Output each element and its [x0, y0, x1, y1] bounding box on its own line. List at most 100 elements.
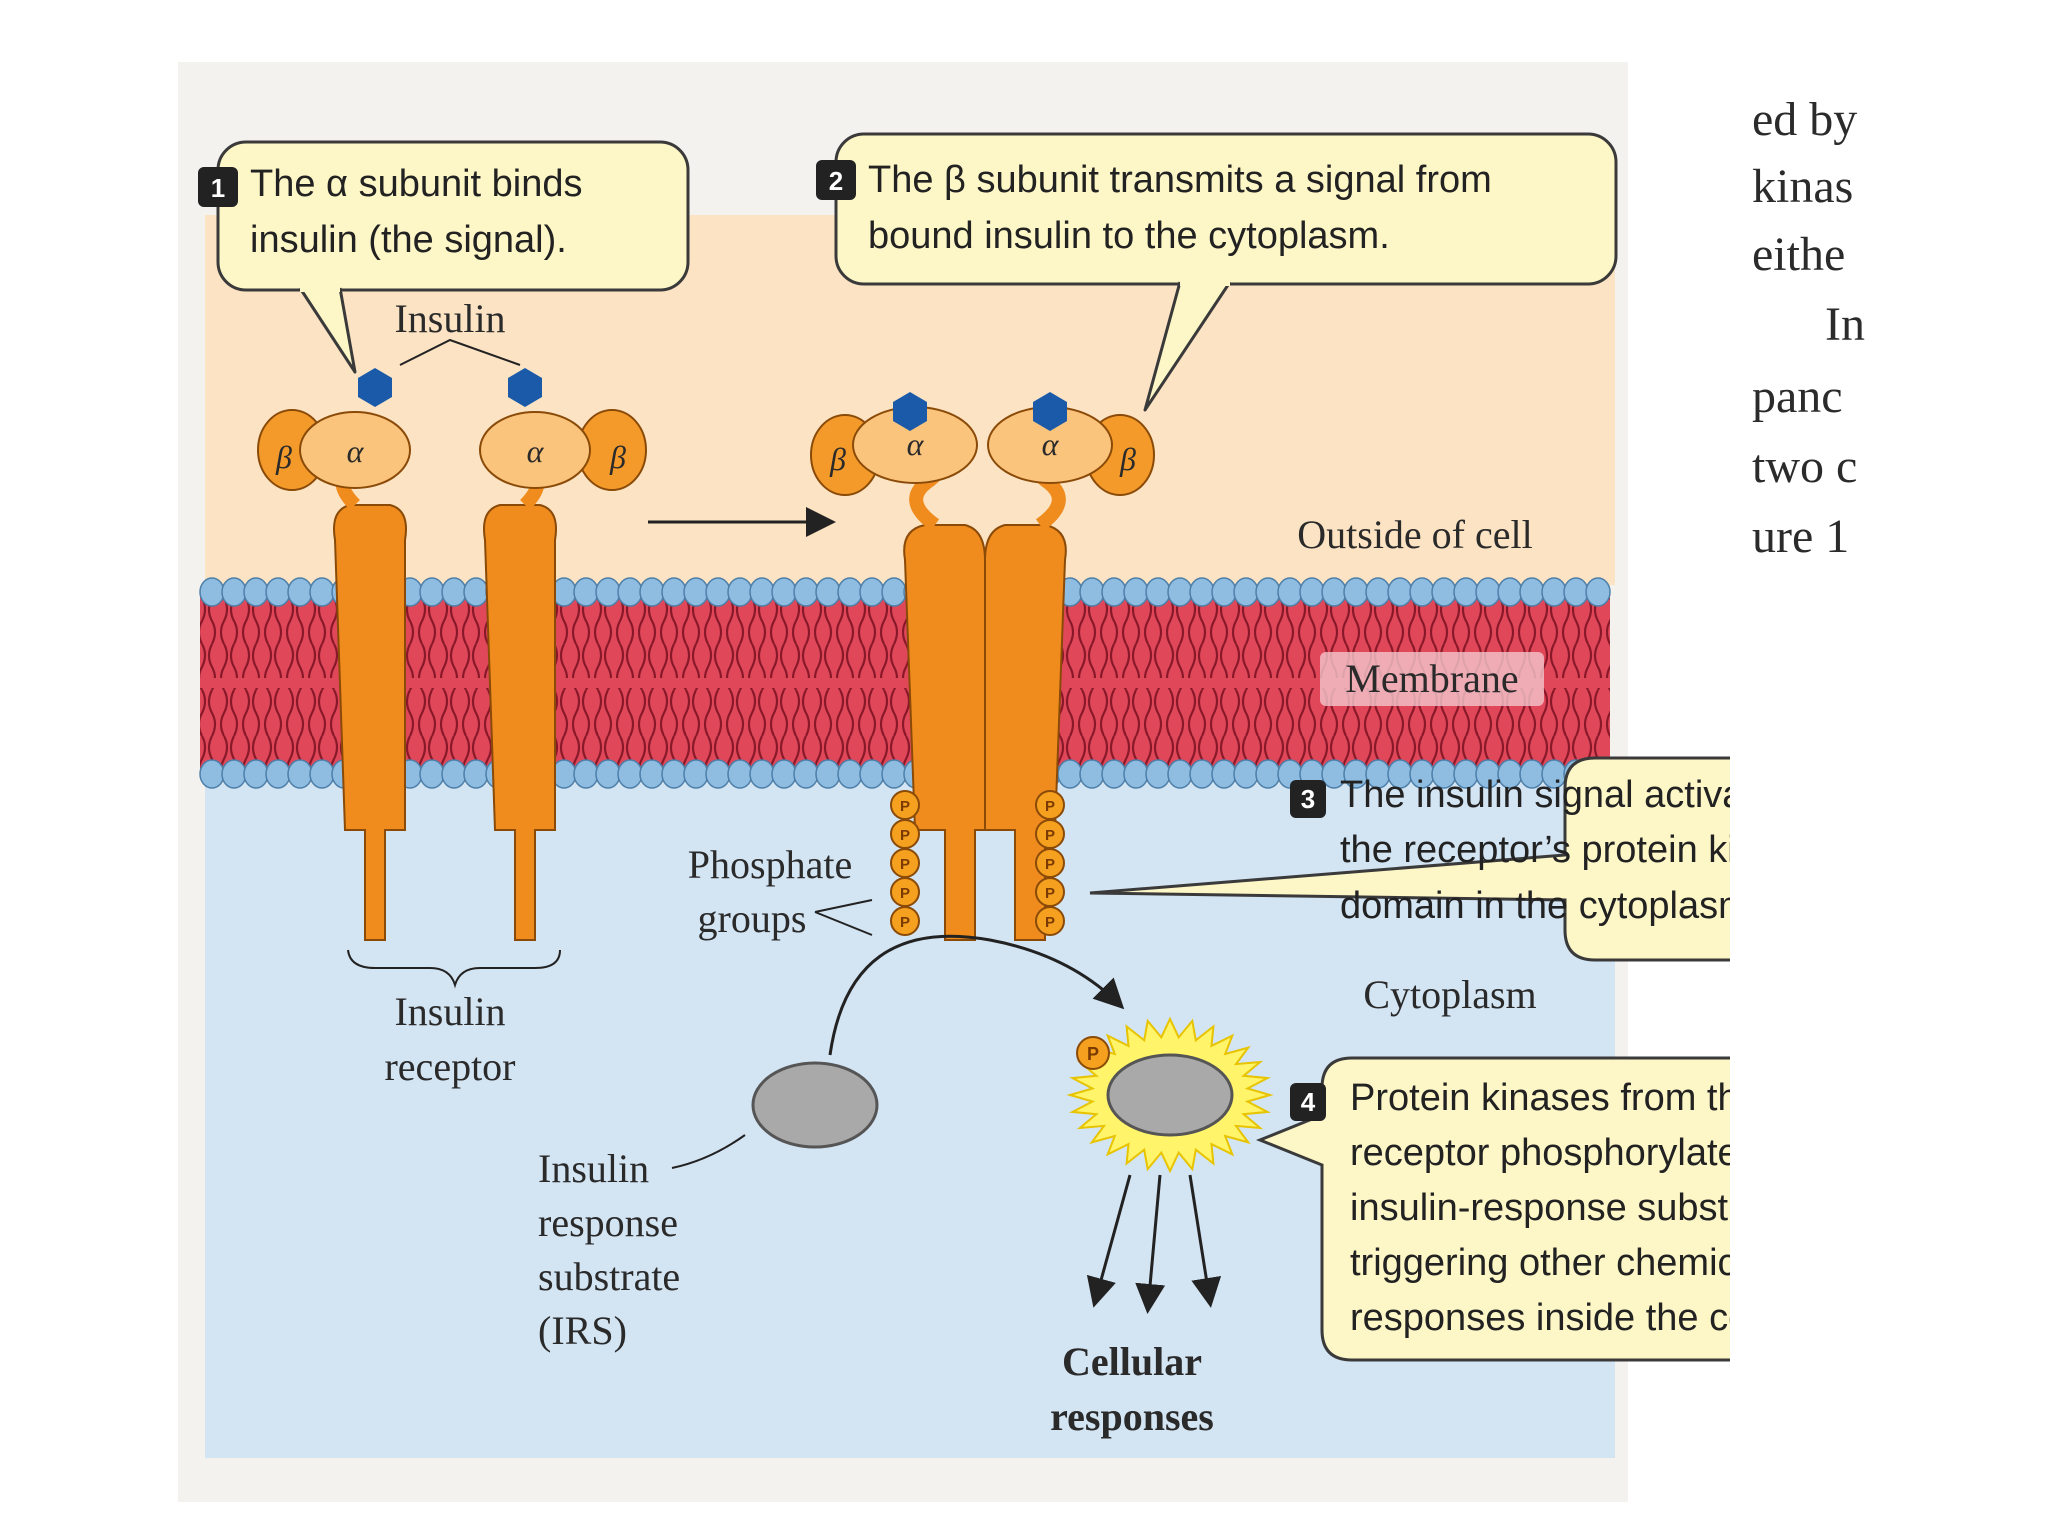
beta-label-3: β: [829, 441, 846, 477]
lipid-head: [1189, 759, 1215, 789]
step-4-number: 4: [1301, 1087, 1316, 1117]
lipid-head: [1255, 577, 1281, 607]
lipid-head: [287, 577, 313, 607]
lipid-head: [661, 759, 687, 789]
lipid-head: [1409, 577, 1435, 607]
lipid-head: [1167, 759, 1193, 789]
lipid-head: [1431, 577, 1457, 607]
lipid-head: [1541, 577, 1567, 607]
phosphate-p-label: P: [900, 856, 910, 873]
callout-step-3: 3 The insulin signal activates the recep…: [1089, 756, 1890, 962]
step-1-line-2: insulin (the signal).: [250, 219, 567, 261]
beta-label-4: β: [1119, 441, 1136, 477]
lipid-head: [749, 577, 775, 607]
lipid-head: [1475, 577, 1501, 607]
lipid-head: [881, 759, 907, 789]
lipid-head: [1189, 577, 1215, 607]
irs-label-line-3: substrate: [538, 1254, 680, 1299]
lipid-head: [705, 759, 731, 789]
side-text-line: In: [1825, 298, 1865, 351]
membrane-label-bg: [1320, 652, 1544, 706]
receptor-label-line-1: Insulin: [394, 989, 505, 1034]
side-text-line: ure 1: [1752, 510, 1849, 563]
lipid-head: [1321, 577, 1347, 607]
irs-molecule: [751, 1061, 879, 1149]
lipid-head: [1585, 577, 1611, 607]
lipid-head: [793, 577, 819, 607]
irs-label-line-1: Insulin: [538, 1146, 649, 1191]
side-text-line: kinas: [1752, 160, 1853, 213]
step-4-line-5: responses inside the cell.: [1350, 1297, 1777, 1339]
lipid-head: [1277, 577, 1303, 607]
lipid-head: [309, 577, 335, 607]
phosphate-p-label: P: [1045, 914, 1055, 931]
lipid-head: [1101, 577, 1127, 607]
alpha-label-2: α: [527, 433, 545, 469]
alpha-label-1: α: [347, 433, 365, 469]
phosphate-p-label: P: [1045, 798, 1055, 815]
lipid-head: [1123, 759, 1149, 789]
cytoplasm-label: Cytoplasm: [1363, 972, 1536, 1017]
phosphate-group: [1035, 906, 1065, 936]
lipid-head: [1299, 577, 1325, 607]
lipid-head: [661, 577, 687, 607]
side-text-line: ed by: [1752, 93, 1857, 146]
lipid-head: [573, 577, 599, 607]
insulin-molecules: [358, 368, 1067, 431]
lipid-head: [771, 577, 797, 607]
lipid-head: [1145, 577, 1171, 607]
lipid-head: [463, 759, 489, 789]
right-crop-mask: [1880, 0, 2048, 1536]
step-1-line-1: The α subunit binds: [250, 163, 583, 205]
step-3-number: 3: [1301, 784, 1315, 814]
lipid-head: [859, 577, 885, 607]
subunit-labels: α α α α β β β β: [275, 426, 1136, 477]
alpha-label-4: α: [1042, 426, 1060, 462]
callout-step-1: 1 The α subunit binds insulin (the signa…: [198, 140, 690, 374]
step-2-line-1: The β subunit transmits a signal from: [868, 159, 1492, 201]
lipid-head: [837, 759, 863, 789]
lipid-head: [1387, 577, 1413, 607]
side-text-line: eithe: [1752, 228, 1845, 281]
lipid-head: [639, 577, 665, 607]
lipid-head: [793, 759, 819, 789]
callout-step-2: 2 The β subunit transmits a signal from …: [816, 132, 1618, 412]
step-3-line-2: the receptor’s protein kinas: [1340, 829, 1797, 871]
lipid-head: [705, 577, 731, 607]
step-3-line-3: domain in the cytoplasm.: [1340, 885, 1760, 927]
receptor-label-line-2: receptor: [384, 1044, 515, 1089]
lipid-head: [419, 759, 445, 789]
step-4-line-4: triggering other chemical: [1350, 1242, 1766, 1284]
lipid-head: [1233, 759, 1259, 789]
lipid-head: [199, 759, 225, 789]
step-1-number: 1: [211, 173, 225, 203]
lipid-head: [265, 759, 291, 789]
phosphate-p-label: P: [900, 885, 910, 902]
lipid-head: [265, 577, 291, 607]
cellular-label-line-1: Cellular: [1062, 1339, 1202, 1384]
lipid-head: [1519, 577, 1545, 607]
lipid-head: [1123, 577, 1149, 607]
response-arrows: [1086, 1174, 1222, 1314]
step-3-line-1: The insulin signal activates: [1340, 774, 1794, 816]
lipid-head: [617, 759, 643, 789]
phosphate-group: [890, 906, 920, 936]
phosphate-label: P: [1087, 1044, 1099, 1064]
phosphorylation-arrow: [828, 934, 1125, 1056]
beta-label-2: β: [609, 439, 626, 475]
phosphate-p-label: P: [1045, 856, 1055, 873]
lipid-head: [1211, 577, 1237, 607]
lipid-head: [683, 759, 709, 789]
lipid-head: [441, 577, 467, 607]
membrane-label: Membrane: [1345, 656, 1518, 701]
lipid-head: [639, 759, 665, 789]
inactive-receptor-left: [257, 409, 411, 941]
lipid-head: [727, 577, 753, 607]
lipid-head: [1101, 759, 1127, 789]
lipid-head: [595, 577, 621, 607]
lipid-head: [419, 577, 445, 607]
lipid-head: [1079, 759, 1105, 789]
lipid-head: [243, 577, 269, 607]
